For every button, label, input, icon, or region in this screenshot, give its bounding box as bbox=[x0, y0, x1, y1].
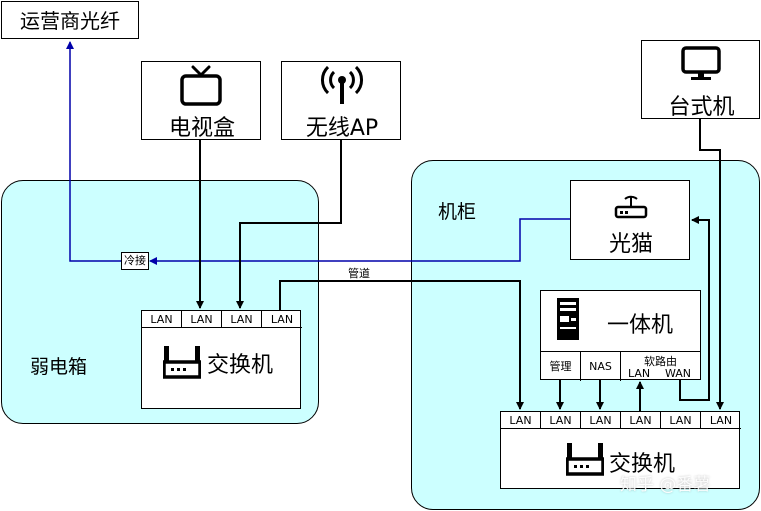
weak-box-switch-label: 交换机 bbox=[207, 353, 274, 378]
monitor-icon bbox=[681, 46, 721, 86]
switch-icon bbox=[565, 442, 605, 482]
soft-router-lan: LAN bbox=[628, 367, 651, 380]
lan-port: LAN bbox=[661, 412, 701, 429]
lan-port: LAN bbox=[222, 311, 262, 328]
lan-port: LAN bbox=[701, 412, 741, 429]
wireless-ap-icon bbox=[320, 65, 364, 110]
router-wan-link bbox=[679, 216, 710, 401]
splice-connector: 冷接 bbox=[121, 252, 149, 270]
wireless-ap-label: 无线AP bbox=[305, 116, 379, 141]
cabinet-switch-label: 交换机 bbox=[609, 452, 676, 477]
lan-port: LAN bbox=[142, 311, 182, 328]
tv-icon bbox=[179, 65, 223, 111]
ap-link bbox=[236, 140, 342, 309]
lan-port: LAN bbox=[262, 311, 302, 328]
splice-label: 冷接 bbox=[124, 254, 146, 267]
lan-port: LAN bbox=[621, 412, 661, 429]
conduit-link bbox=[279, 280, 524, 410]
lan-port: LAN bbox=[541, 412, 581, 429]
desktop-link bbox=[699, 119, 724, 410]
conduit-label: 管道 bbox=[348, 267, 370, 280]
soft-router-title: 软路由 bbox=[644, 355, 677, 368]
all-in-one-node: 一体机 管理 NAS 软路由 LAN WAN bbox=[540, 290, 701, 381]
tv-box-label: 电视盒 bbox=[168, 116, 235, 141]
mgmt-port: 管理 bbox=[541, 352, 581, 381]
isp-fiber-node: 运营商光纤 bbox=[1, 1, 139, 39]
isp-fiber-label: 运营商光纤 bbox=[20, 9, 120, 33]
switch-icon bbox=[162, 345, 202, 385]
server-icon bbox=[556, 297, 580, 345]
optical-modem-node: 光猫 bbox=[570, 180, 690, 260]
router-icon bbox=[614, 193, 648, 223]
tv-box-node: 电视盒 bbox=[141, 61, 261, 141]
watermark: 知乎 @番薯 bbox=[620, 475, 711, 495]
weak-box-switch: LAN LAN LAN LAN 交换机 bbox=[141, 310, 302, 409]
wireless-ap-node: 无线AP bbox=[281, 61, 401, 141]
lan-port: LAN bbox=[581, 412, 621, 429]
lan-port: LAN bbox=[182, 311, 222, 328]
fiber-line-to-isp bbox=[66, 41, 121, 262]
nas-port: NAS bbox=[581, 352, 621, 381]
aio-port-strip: 管理 NAS 软路由 LAN WAN bbox=[541, 351, 700, 381]
desktop-label: 台式机 bbox=[668, 95, 735, 120]
fiber-line-to-splice bbox=[149, 218, 570, 265]
optical-modem-label: 光猫 bbox=[608, 232, 653, 257]
cabinet-label: 机柜 bbox=[438, 201, 477, 223]
cabinet-switch: LAN LAN LAN LAN LAN LAN 交换机 bbox=[500, 411, 741, 489]
weak-box-label: 弱电箱 bbox=[30, 356, 88, 378]
desktop-node: 台式机 bbox=[641, 40, 760, 120]
lan-port: LAN bbox=[501, 412, 541, 429]
all-in-one-label: 一体机 bbox=[607, 313, 674, 338]
soft-router-wan: WAN bbox=[665, 367, 692, 380]
